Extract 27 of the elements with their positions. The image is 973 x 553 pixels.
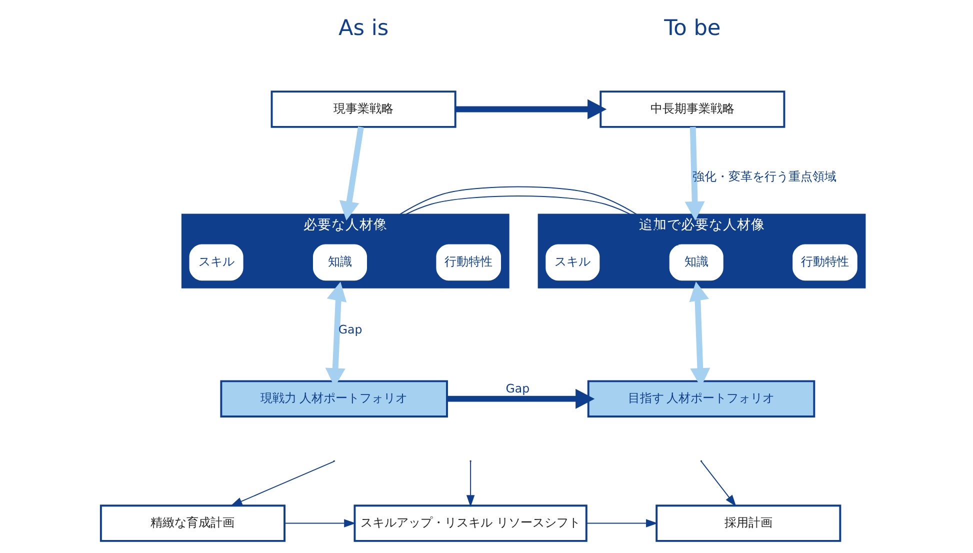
edge-label: Gap <box>505 382 530 396</box>
node-box: 精緻な育成計画 <box>99 504 285 542</box>
node-box: 現事業戦略 <box>270 90 456 128</box>
node-box: 現戦力 人材ポートフォリオ <box>220 380 448 418</box>
node-box: 目指す 人材ポートフォリオ <box>586 380 815 418</box>
node-box: 行動特性 <box>792 244 857 281</box>
node-box: 知識 <box>312 244 366 281</box>
arrow <box>585 519 658 528</box>
node-box: 行動特性 <box>436 244 500 281</box>
arrow <box>338 126 364 221</box>
edge-label: 強化・変革を行う重点領域 <box>692 170 836 184</box>
node-box: 知識 <box>668 244 723 281</box>
label: As is <box>338 16 388 42</box>
arrow <box>446 388 594 409</box>
arrow <box>700 460 736 507</box>
node-box: スキル <box>188 244 243 281</box>
node-box: 中長期事業戦略 <box>599 90 785 128</box>
node-box: 採用計画 <box>655 504 841 542</box>
arrow <box>284 519 356 528</box>
arrow <box>684 126 704 221</box>
label: To be <box>664 16 720 42</box>
node-box: スキルアップ・リスキル リソースシフト <box>353 504 587 542</box>
arrow <box>230 460 334 506</box>
edge-label: Gap <box>338 322 362 337</box>
arrow <box>466 460 474 507</box>
node-box: スキル <box>545 244 600 281</box>
arrow <box>454 99 606 120</box>
